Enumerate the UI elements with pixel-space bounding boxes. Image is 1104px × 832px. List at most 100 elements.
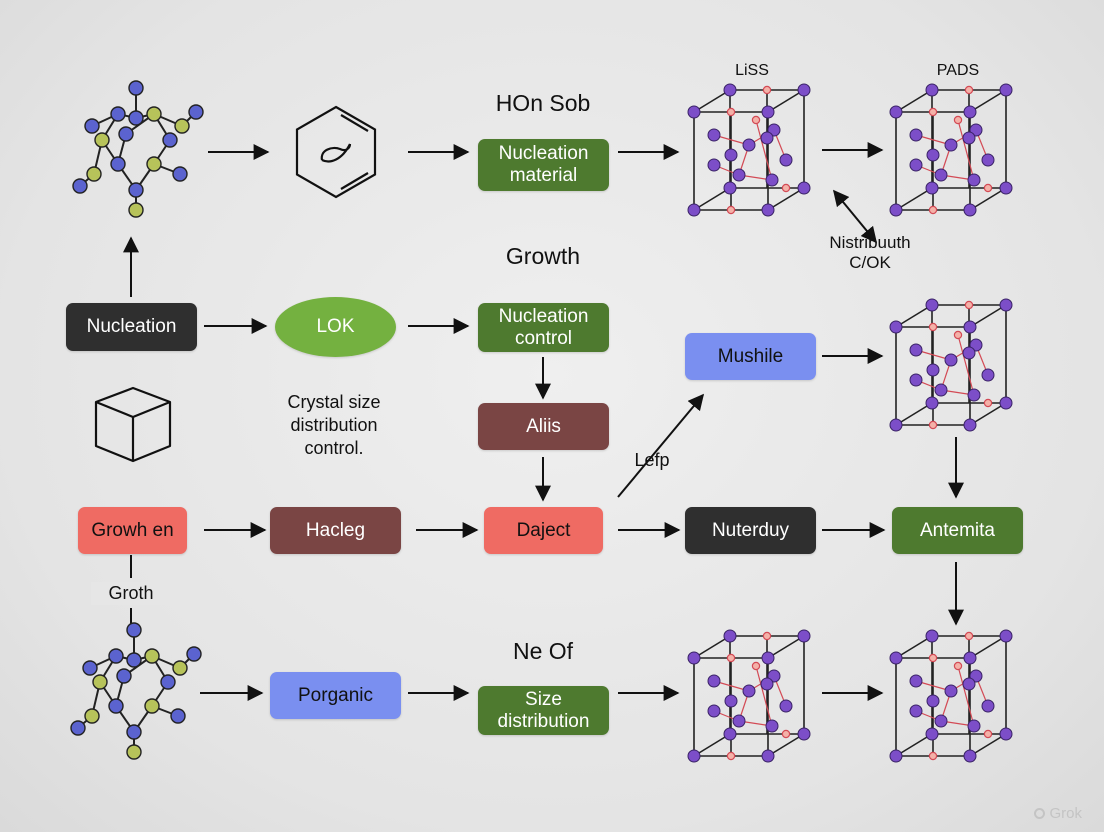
lattice-atom — [967, 719, 981, 733]
lattice-atom — [934, 714, 948, 728]
lattice-site — [983, 729, 993, 739]
lattice-site — [928, 420, 938, 430]
node-nucleation-material: Nucleation material — [478, 139, 609, 191]
lattice-atom — [707, 674, 721, 688]
node-nucleation-control-line2: control — [514, 327, 573, 349]
lattice-atom — [925, 181, 939, 195]
label-ne-of: Ne Of — [512, 638, 574, 664]
lattice-atom — [962, 131, 976, 145]
lattice-site — [751, 115, 761, 125]
lattice-site — [964, 631, 974, 641]
molecule-atom — [108, 698, 124, 714]
lattice-atom — [925, 396, 939, 410]
lattice-atom — [963, 418, 977, 432]
lattice-atom — [944, 684, 958, 698]
lattice-atom — [765, 719, 779, 733]
lattice-site — [964, 85, 974, 95]
molecule-atom — [170, 708, 186, 724]
label-distribution-line2: C/OK — [849, 253, 891, 272]
molecule-atom — [126, 724, 142, 740]
node-growh-en: Growh en — [78, 507, 187, 554]
cube-icon — [94, 386, 172, 463]
molecule-atom — [146, 106, 162, 122]
lattice-atom — [909, 158, 923, 172]
arrow-distrib-bidirectional — [832, 189, 878, 244]
molecule-atom — [186, 646, 202, 662]
molecule-atom — [84, 708, 100, 724]
lattice-atom — [765, 173, 779, 187]
lattice-atom — [999, 396, 1013, 410]
lattice-atom — [723, 629, 737, 643]
lattice-site — [928, 751, 938, 761]
node-aliis: Aliis — [478, 403, 609, 450]
lattice-atom — [724, 148, 738, 162]
node-daject: Daject — [484, 507, 603, 554]
lattice-atom — [687, 105, 701, 119]
lattice-atom — [779, 153, 793, 167]
lattice-atom — [742, 684, 756, 698]
lattice-atom — [779, 699, 793, 713]
lattice-atom — [732, 168, 746, 182]
node-size-distribution-line1: Size — [525, 688, 562, 710]
lattice-site — [928, 322, 938, 332]
lattice-site — [762, 631, 772, 641]
lattice-atom — [999, 298, 1013, 312]
lattice-atom — [999, 181, 1013, 195]
node-mushile: Mushile — [685, 333, 816, 380]
lattice-atom — [981, 153, 995, 167]
lattice-site — [928, 653, 938, 663]
node-hacleg: Hacleg — [270, 507, 401, 554]
label-distribution-line1: Nistribuuth — [829, 233, 911, 252]
label-liss: LiSS — [735, 62, 769, 79]
lattice-atom — [797, 181, 811, 195]
molecule-atom — [110, 106, 126, 122]
lattice-atom — [723, 727, 737, 741]
lattice-atom — [687, 749, 701, 763]
lattice-atom — [963, 105, 977, 119]
lattice-atom — [944, 353, 958, 367]
watermark: Grok — [1034, 805, 1082, 822]
label-crystal-size-line1: Crystal size — [287, 392, 381, 412]
lattice-atom — [999, 629, 1013, 643]
molecule-atom — [144, 698, 160, 714]
lattice-atom — [962, 677, 976, 691]
molecule-atom — [174, 118, 190, 134]
lattice-atom — [707, 158, 721, 172]
lattice-atom — [797, 83, 811, 97]
molecule-atom — [128, 80, 144, 96]
label-crystal-size-line3: control. — [304, 438, 364, 458]
crystal-lattice-icon — [687, 629, 811, 763]
molecule-atom — [70, 720, 86, 736]
lattice-atom — [967, 388, 981, 402]
arrow-daject-to-mushile — [617, 393, 705, 498]
lattice-atom — [707, 704, 721, 718]
lattice-site — [781, 729, 791, 739]
lattice-site — [762, 85, 772, 95]
lattice-atom — [889, 320, 903, 334]
molecule-atom — [110, 156, 126, 172]
molecule-atom — [92, 674, 108, 690]
node-nucleation: Nucleation — [66, 303, 197, 351]
watermark-text: Grok — [1049, 805, 1082, 822]
molecule-atom — [108, 648, 124, 664]
molecule-icon — [70, 622, 202, 760]
molecule-atom — [146, 156, 162, 172]
lattice-atom — [687, 203, 701, 217]
molecule-atom — [128, 182, 144, 198]
lattice-atom — [761, 203, 775, 217]
lattice-atom — [723, 181, 737, 195]
lattice-atom — [963, 320, 977, 334]
molecule-atom — [126, 652, 142, 668]
lattice-atom — [934, 383, 948, 397]
lattice-atom — [925, 727, 939, 741]
lattice-atom — [707, 128, 721, 142]
lattice-atom — [889, 418, 903, 432]
lattice-atom — [963, 651, 977, 665]
lattice-atom — [761, 651, 775, 665]
molecule-atom — [84, 118, 100, 134]
lattice-atom — [926, 694, 940, 708]
lattice-atom — [909, 128, 923, 142]
molecule-atom — [126, 622, 142, 638]
lattice-atom — [909, 674, 923, 688]
